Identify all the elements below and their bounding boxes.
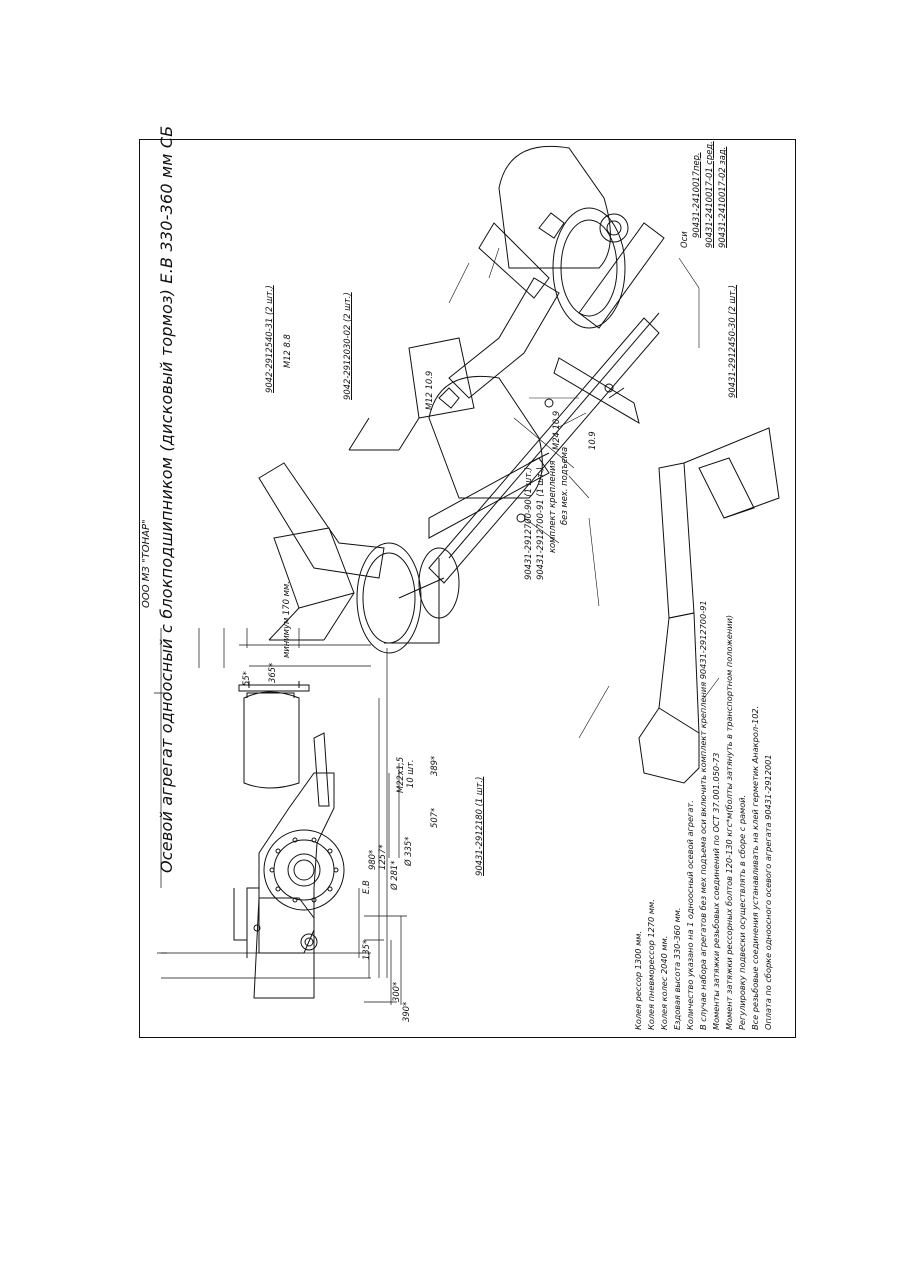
- dim-365: 365*: [267, 662, 277, 683]
- dim-980: 980*: [367, 849, 377, 870]
- hub-bolts: [270, 838, 338, 902]
- drawing-title: Осевой агрегат одноосный с блокподшипник…: [157, 125, 176, 873]
- callout-m12: M12 8.8: [282, 334, 292, 368]
- callout-hanger: 90431-2912450-30 (2 шт.): [727, 284, 737, 398]
- dim-390: 390*: [401, 1001, 411, 1022]
- note-9: Регулировку подвески осуществлять в сбор…: [737, 794, 747, 1030]
- note-3: Колея колес 2040 мм.: [659, 935, 669, 1030]
- dim-ev: Е.В: [361, 880, 371, 894]
- callout-axle-1: 90431-2410017пер.: [691, 152, 701, 238]
- drawing-lines: [139, 139, 796, 1038]
- callout-axles-head: Оси: [679, 231, 689, 248]
- dim-55: 55*: [241, 671, 251, 686]
- drawing-frame: [139, 139, 796, 1038]
- callout-bracket: 90431-2912180 (1 шт.): [474, 776, 484, 876]
- callout-kit-a: 90431-2912700-90 (1 шт.): [523, 466, 533, 580]
- callout-axle-3: 90431-2410017-02 зад.: [717, 146, 727, 248]
- company-name: ООО МЗ "ТОНАР": [141, 519, 152, 608]
- callout-axle-2: 90431-2410017-01 сред.: [704, 141, 714, 248]
- note-8: Момент затяжки рессорных болтов 120-130 …: [724, 614, 734, 1030]
- dim-1257: 1257*: [377, 844, 387, 870]
- drawing-sheet: ООО МЗ "ТОНАР" Осевой агрегат одноосный …: [139, 126, 796, 1038]
- dim-300: 300*: [391, 981, 401, 1002]
- isometric-view-drawing: [259, 146, 779, 783]
- dim-135: 135*: [361, 939, 371, 960]
- note-5: Количество указано на 1 одноосный осевой…: [685, 800, 695, 1030]
- dim-phi335: Ø 335*: [403, 836, 413, 866]
- dim-m22-qty: 10 шт.: [405, 759, 415, 788]
- dim-507: 507*: [429, 807, 439, 828]
- dim-min170: минимум 170 мм.: [281, 581, 291, 658]
- callout-m24: M24 10.9: [551, 410, 561, 450]
- callout-kit-b: 90431-2912700-91 (1 шт.): [535, 466, 545, 580]
- note-11: Оплата по сборке одноосного осевого агре…: [763, 754, 773, 1030]
- note-6: В случае набора агрегатов без мех подъем…: [698, 600, 708, 1030]
- callout-kit-d: без мех. подъема: [559, 446, 569, 525]
- callout-kit-c: комплект крепления: [547, 460, 557, 553]
- note-4: Ездовая высота 330-360 мм.: [672, 907, 682, 1030]
- note-10: Все резьбовые соединения устанавливать н…: [750, 705, 760, 1030]
- dim-phi281: Ø 281*: [389, 860, 399, 890]
- callout-air-spring: 9042-2912030-02 (2 шт.): [342, 292, 352, 400]
- note-7: Моменты затяжки резьбовых соединений по …: [711, 752, 721, 1031]
- side-view-drawing: [154, 628, 407, 1005]
- note-1: Колея рессор 1300 мм.: [633, 930, 643, 1030]
- dim-389: 389*: [429, 755, 439, 776]
- dim-m22: M22x1,5: [395, 756, 405, 793]
- callout-spring-upper: 9042-2912540-31 (2 шт.): [264, 285, 274, 393]
- callout-m12-109: M12 10.9: [424, 370, 434, 410]
- note-2: Колея пневморессор 1270 мм.: [646, 899, 656, 1030]
- callout-bolt-109: 10.9: [587, 431, 597, 450]
